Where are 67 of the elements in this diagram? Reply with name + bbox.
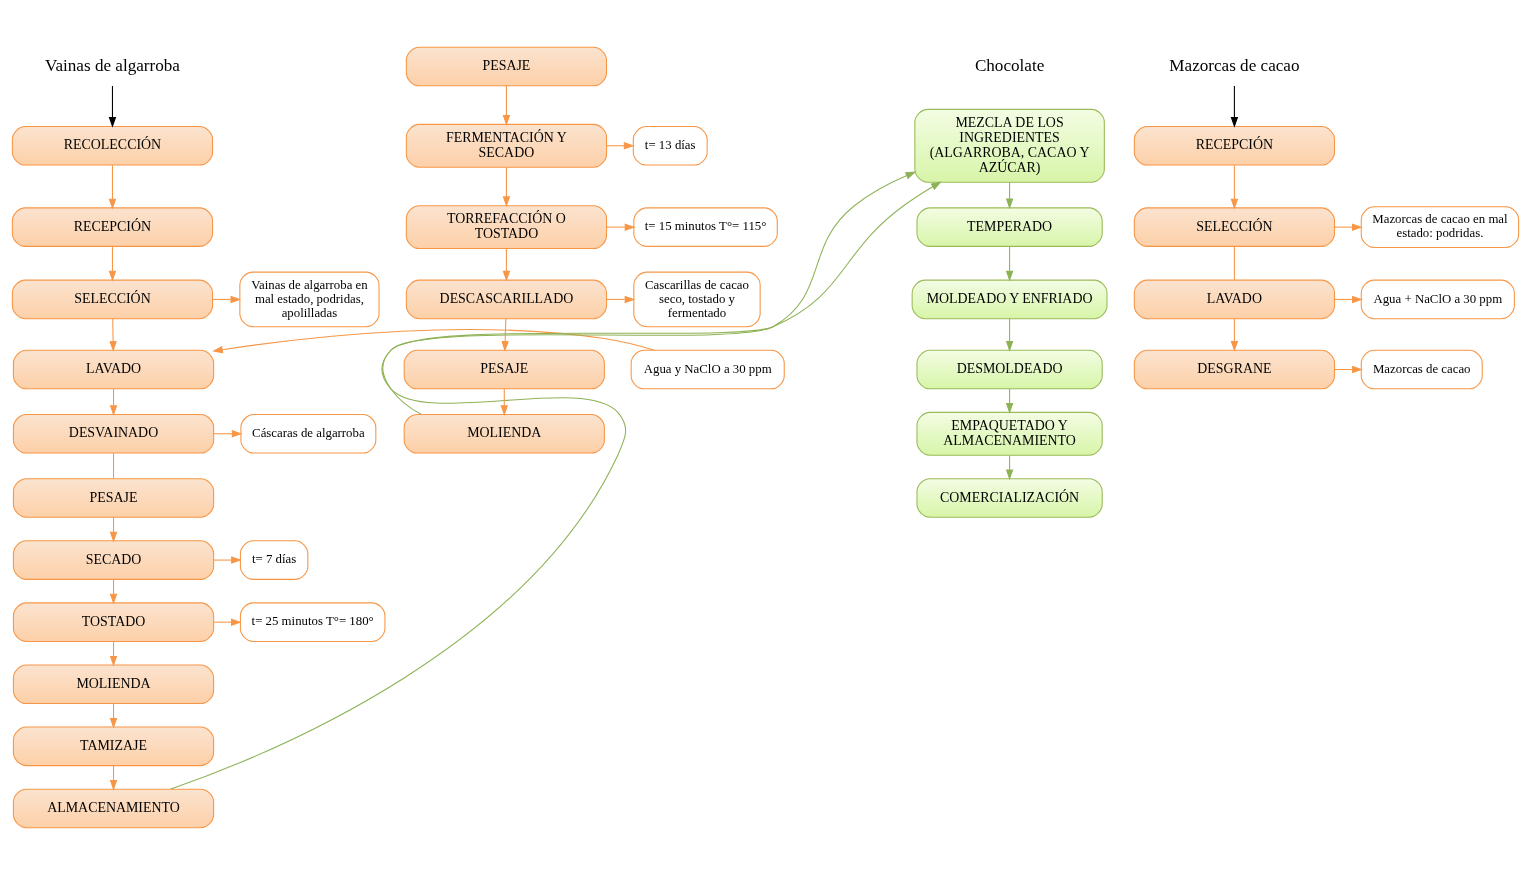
node-box: LAVADO bbox=[12, 349, 215, 390]
arrow bbox=[502, 166, 511, 208]
node-box: MEZCLA DE LOS INGREDIENTES (ALGARROBA, CACAO Y AZÚCAR) bbox=[914, 108, 1105, 183]
node-box: PESAJE bbox=[403, 349, 605, 390]
node-box: DESGRANE bbox=[1133, 349, 1336, 390]
node-box: SELECCIÓN bbox=[1133, 207, 1336, 247]
connector bbox=[113, 452, 115, 480]
arrow bbox=[502, 85, 511, 126]
arrow bbox=[501, 318, 509, 352]
node-box: PESAJE bbox=[405, 46, 608, 87]
node-box: DESVAINADO bbox=[12, 413, 215, 454]
node-box: DESCASCARILLADO bbox=[405, 279, 608, 320]
arrow bbox=[606, 223, 636, 231]
node-box: t= 7 días bbox=[239, 540, 309, 580]
node-box: TAMIZAJE bbox=[12, 726, 215, 767]
node-box: Vainas de algarroba en mal estado, podridas, apolilladas bbox=[239, 271, 380, 328]
arrow bbox=[502, 248, 511, 282]
node-box: MOLIENDA bbox=[12, 664, 215, 705]
arrow bbox=[606, 295, 636, 304]
node-box: Cáscaras de algarroba bbox=[240, 413, 377, 454]
arrow bbox=[1230, 85, 1239, 128]
arrow bbox=[170, 171, 917, 790]
arrow bbox=[109, 578, 118, 605]
node-box: TORREFACCIÓN O TOSTADO bbox=[405, 205, 608, 250]
node-box: RECEPCIÓN bbox=[1133, 125, 1336, 166]
arrow bbox=[108, 164, 117, 210]
node-box: FERMENTACIÓN Y SECADO bbox=[405, 123, 608, 168]
node-box: SECADO bbox=[12, 540, 215, 580]
connector bbox=[1233, 246, 1235, 281]
node-box: Mazorcas de cacao bbox=[1360, 349, 1483, 390]
node-box: Cascarillas de cacao seco, tostado y fermentado bbox=[633, 271, 761, 328]
arrow bbox=[1334, 223, 1363, 231]
arrow bbox=[1230, 164, 1239, 210]
node-box: MOLDEADO Y ENFRIADO bbox=[911, 279, 1108, 320]
arrow bbox=[382, 181, 942, 415]
node-box: TOSTADO bbox=[12, 602, 215, 642]
node-box: TEMPERADO bbox=[916, 207, 1103, 247]
arrow bbox=[1230, 318, 1239, 352]
node-box: t= 13 días bbox=[632, 125, 708, 166]
node-box: DESMOLDEADO bbox=[916, 349, 1103, 390]
node-text: Mazorcas de cacao bbox=[1169, 55, 1300, 75]
arrow bbox=[213, 430, 243, 438]
node-box: Mazorcas de cacao en mal estado: podridas. bbox=[1360, 206, 1520, 248]
arrow bbox=[109, 516, 118, 543]
arrow bbox=[1005, 318, 1014, 352]
arrow bbox=[213, 556, 242, 564]
node-box: PESAJE bbox=[12, 478, 215, 518]
node-box: MOLIENDA bbox=[403, 413, 605, 454]
node-box: Agua y NaClO a 30 ppm bbox=[630, 349, 785, 390]
node-box: ALMACENAMIENTO bbox=[12, 788, 215, 829]
node-box: SELECCIÓN bbox=[11, 279, 214, 320]
arrow bbox=[108, 85, 117, 128]
label: Chocolate bbox=[974, 55, 1045, 75]
arrow bbox=[1005, 246, 1014, 282]
arrow bbox=[1005, 454, 1014, 481]
arrow bbox=[108, 246, 117, 282]
node-box: Agua + NaClO a 30 ppm bbox=[1360, 279, 1515, 320]
node-box: RECOLECCIÓN bbox=[11, 125, 214, 166]
node-box: t= 25 minutos T°= 180° bbox=[239, 602, 386, 642]
node-box: RECEPCIÓN bbox=[11, 207, 214, 247]
arrow bbox=[109, 318, 117, 352]
arrow bbox=[212, 328, 655, 354]
node-box: COMERCIALIZACIÓN bbox=[916, 478, 1103, 518]
node-box: LAVADO bbox=[1133, 279, 1336, 320]
node-box: t= 15 minutos T°= 115° bbox=[633, 207, 778, 247]
node-text: Vainas de algarroba bbox=[45, 55, 180, 75]
node-box: EMPAQUETADO Y ALMACENAMIENTO bbox=[916, 411, 1103, 456]
